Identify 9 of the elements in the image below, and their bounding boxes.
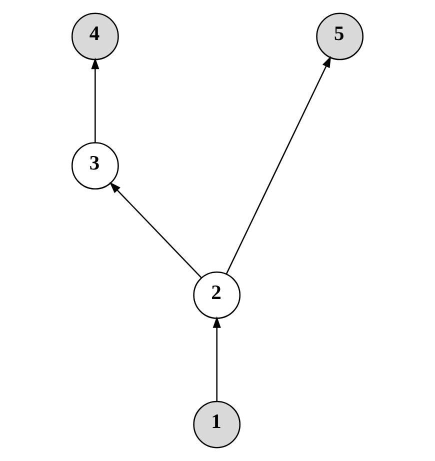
node-circle: 4 bbox=[71, 12, 119, 60]
node-circle: 2 bbox=[193, 272, 241, 319]
arrow bbox=[212, 316, 221, 402]
node-circle: 5 bbox=[316, 12, 364, 60]
arrow bbox=[91, 58, 100, 142]
node-circle: 3 bbox=[71, 142, 119, 190]
node-circle: 1 bbox=[193, 400, 241, 448]
arrow bbox=[226, 56, 332, 274]
arrow bbox=[110, 182, 202, 278]
